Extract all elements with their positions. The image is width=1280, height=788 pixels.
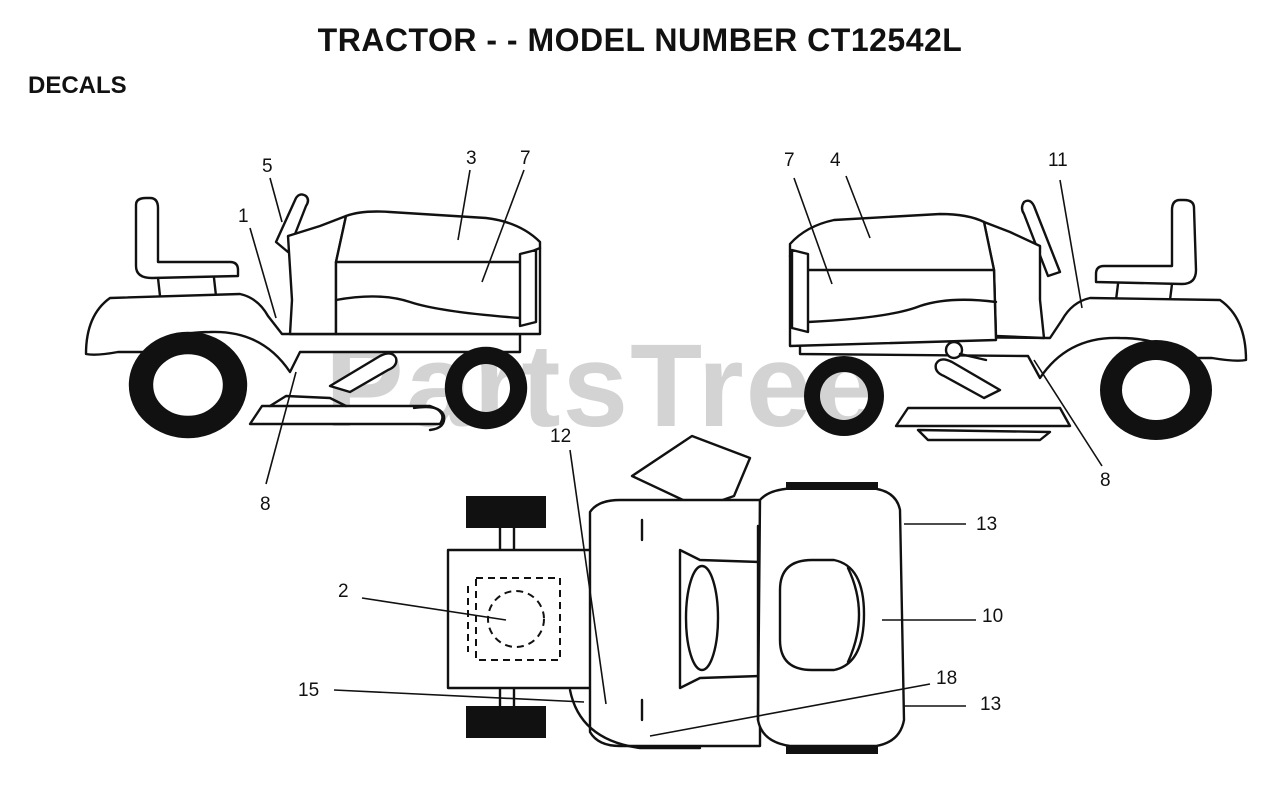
seat	[134, 196, 240, 280]
callout-5: 5	[262, 156, 273, 177]
hood-grille-line	[806, 298, 998, 324]
callout-3: 3	[466, 148, 477, 169]
callout-10: 10	[982, 606, 1003, 627]
leader-line-8-left	[265, 371, 297, 485]
callout-7-left: 7	[520, 148, 531, 169]
leader-line-4	[845, 175, 871, 239]
top-view	[333, 434, 976, 754]
lift-lever	[328, 352, 398, 394]
deck-chute	[412, 405, 446, 432]
throttle-lever	[958, 352, 988, 362]
leader-line-7-right	[793, 177, 833, 285]
deck-hanger	[268, 394, 348, 408]
discharge-chute	[630, 434, 752, 510]
steering-wheel	[1020, 199, 1062, 278]
axle	[498, 526, 516, 708]
leader-line-15	[333, 689, 585, 703]
callout-8-right: 8	[1100, 470, 1111, 491]
lift-lever	[934, 358, 1002, 400]
grille	[518, 248, 538, 328]
callout-4: 4	[830, 150, 841, 171]
callout-8-left: 8	[260, 494, 271, 515]
steering-section	[678, 548, 762, 690]
seat-outline	[475, 577, 561, 661]
leader-line-2	[361, 597, 507, 621]
section-heading: DECALS	[28, 72, 127, 99]
steering-wheel	[274, 193, 310, 254]
leader-line-8-right	[1033, 359, 1103, 467]
right-side-view	[788, 175, 1248, 467]
callout-2: 2	[338, 581, 349, 602]
hood-vent	[778, 558, 866, 672]
front-wheel	[804, 356, 884, 436]
leader-line-3	[457, 169, 471, 241]
rear-tire-upper	[466, 496, 546, 528]
leader-line-1	[249, 227, 277, 319]
left-side-view	[84, 169, 542, 485]
leader-line-5	[269, 177, 283, 223]
leader-line-7-left	[481, 169, 525, 283]
hood	[788, 212, 998, 348]
rear-wheel	[1100, 340, 1212, 440]
leader-line-18	[649, 683, 931, 737]
rear-fender	[84, 292, 522, 374]
front-tire-upper	[786, 482, 878, 490]
seat-cushion-outline	[487, 590, 545, 648]
callout-18: 18	[936, 668, 957, 689]
grille	[790, 248, 810, 334]
deck-skirt	[916, 428, 1052, 442]
callout-13-upper: 13	[976, 514, 997, 535]
hood-vent-inner	[846, 566, 861, 664]
page-title: TRACTOR - - MODEL NUMBER CT12542L	[317, 22, 963, 58]
throttle-knob	[944, 340, 964, 360]
front-tire-lower	[786, 746, 878, 754]
hood	[334, 210, 542, 336]
callout-15: 15	[298, 680, 319, 701]
mower-deck	[894, 406, 1072, 428]
rear-tire-lower	[466, 706, 546, 738]
callout-12: 12	[550, 426, 571, 447]
callout-7-right: 7	[784, 150, 795, 171]
callout-1: 1	[238, 206, 249, 227]
callout-13-lower: 13	[980, 694, 1001, 715]
rear-wheel-hub	[150, 351, 226, 419]
seat-post	[156, 276, 218, 298]
leader-line-12	[569, 449, 607, 705]
callout-11: 11	[1048, 150, 1068, 171]
leader-line-11	[1059, 179, 1083, 309]
hood-grille-line	[334, 295, 522, 320]
seat	[1094, 198, 1198, 286]
steering-wheel-top	[684, 564, 720, 672]
